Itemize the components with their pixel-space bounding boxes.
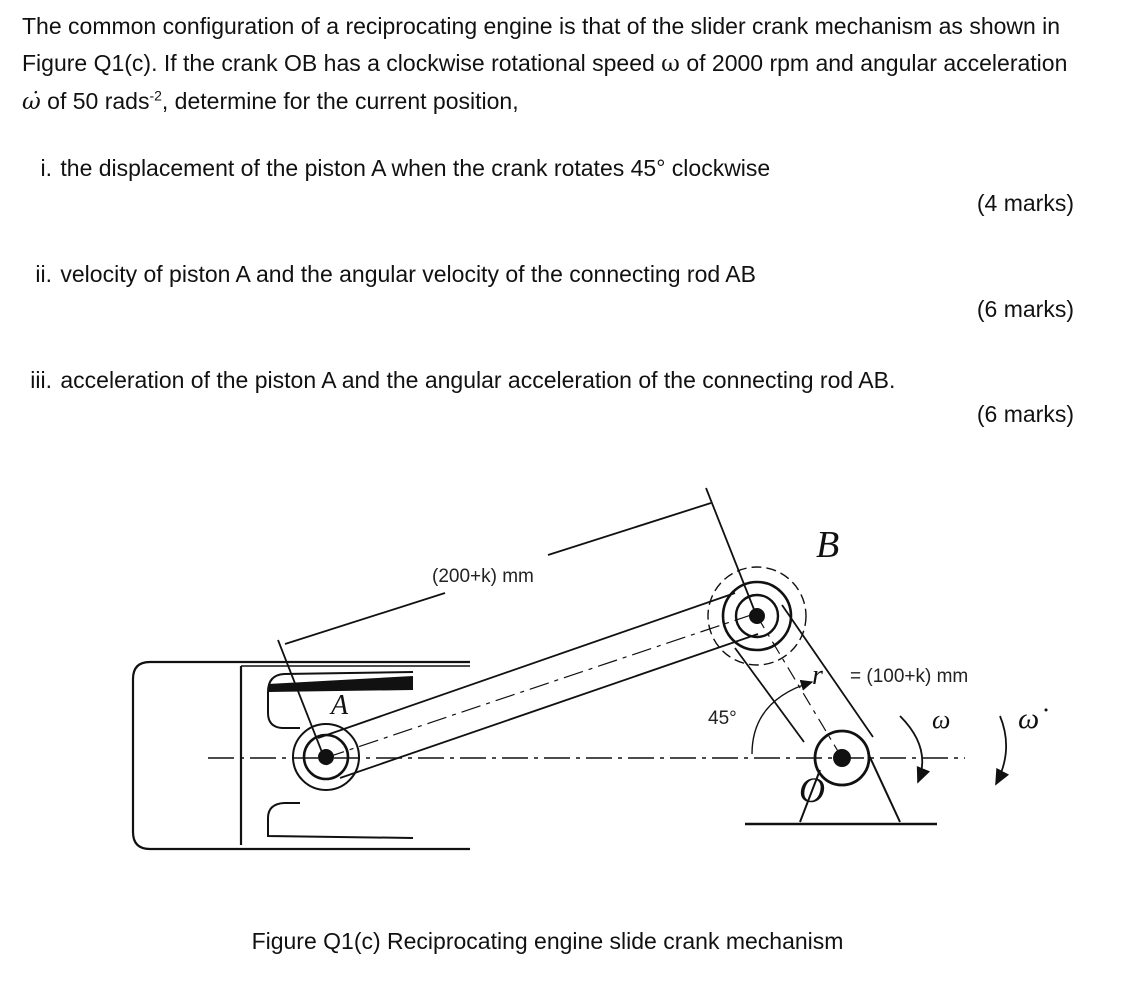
point-o-label: O: [799, 770, 825, 810]
marks-iii: (6 marks): [976, 401, 1074, 427]
question-number: iii.: [30, 367, 52, 393]
question-text: the displacement of the piston A when th…: [60, 155, 771, 181]
intro-part2: of 2000 rpm and angular acceleration: [679, 50, 1068, 76]
question-number: i.: [40, 155, 53, 181]
omega-symbol: ω: [661, 51, 680, 77]
omega-label: ω: [932, 705, 950, 734]
omega-arrow: [899, 715, 931, 784]
pin-joint-b: [707, 566, 807, 666]
piston-a: [267, 671, 414, 839]
question-text: acceleration of the piston A and the ang…: [60, 367, 896, 393]
omega-dot-arrow: [995, 715, 1010, 786]
question-text: velocity of piston A and the angular vel…: [60, 261, 756, 287]
question-ii: ii. velocity of piston A and the angular…: [0, 259, 756, 289]
connecting-rod: [317, 592, 761, 779]
question-iii: iii. acceleration of the piston A and th…: [0, 365, 895, 395]
point-b-label: B: [816, 524, 839, 566]
pin-joint-a: [292, 723, 360, 791]
angle-arc: [751, 679, 814, 755]
intro-part3: of 50 rads: [40, 88, 150, 114]
intro-part4: , determine for the current position,: [161, 88, 519, 114]
problem-statement: The common configuration of a reciprocat…: [22, 8, 1092, 121]
angle-label: 45°: [708, 708, 737, 729]
marks-ii: (6 marks): [976, 296, 1074, 322]
omega-dot-symbol: ω̇: [22, 89, 41, 115]
slider-crank-figure: (200+k) mm A B O 45° r = (100+k) mm ω ω̇: [131, 487, 1048, 851]
rod-length-label: (200+k) mm: [432, 566, 534, 587]
r-symbol: r: [812, 660, 823, 691]
intro-part1: The common configuration of a reciprocat…: [22, 13, 1061, 76]
question-number: ii.: [35, 261, 52, 287]
omega-dot-label: ω̇: [1018, 702, 1048, 735]
exponent: -2: [149, 87, 162, 104]
question-i: i. the displacement of the piston A when…: [0, 153, 771, 183]
figure-caption: Figure Q1(c) Reciprocating engine slide …: [251, 928, 844, 954]
point-a-label: A: [329, 690, 349, 721]
crank-length-label: = (100+k) mm: [850, 666, 968, 687]
marks-i: (4 marks): [976, 190, 1074, 216]
rod-dimension: [277, 487, 758, 766]
cylinder-housing: [131, 660, 470, 851]
ground-pivot-o: [745, 729, 937, 826]
